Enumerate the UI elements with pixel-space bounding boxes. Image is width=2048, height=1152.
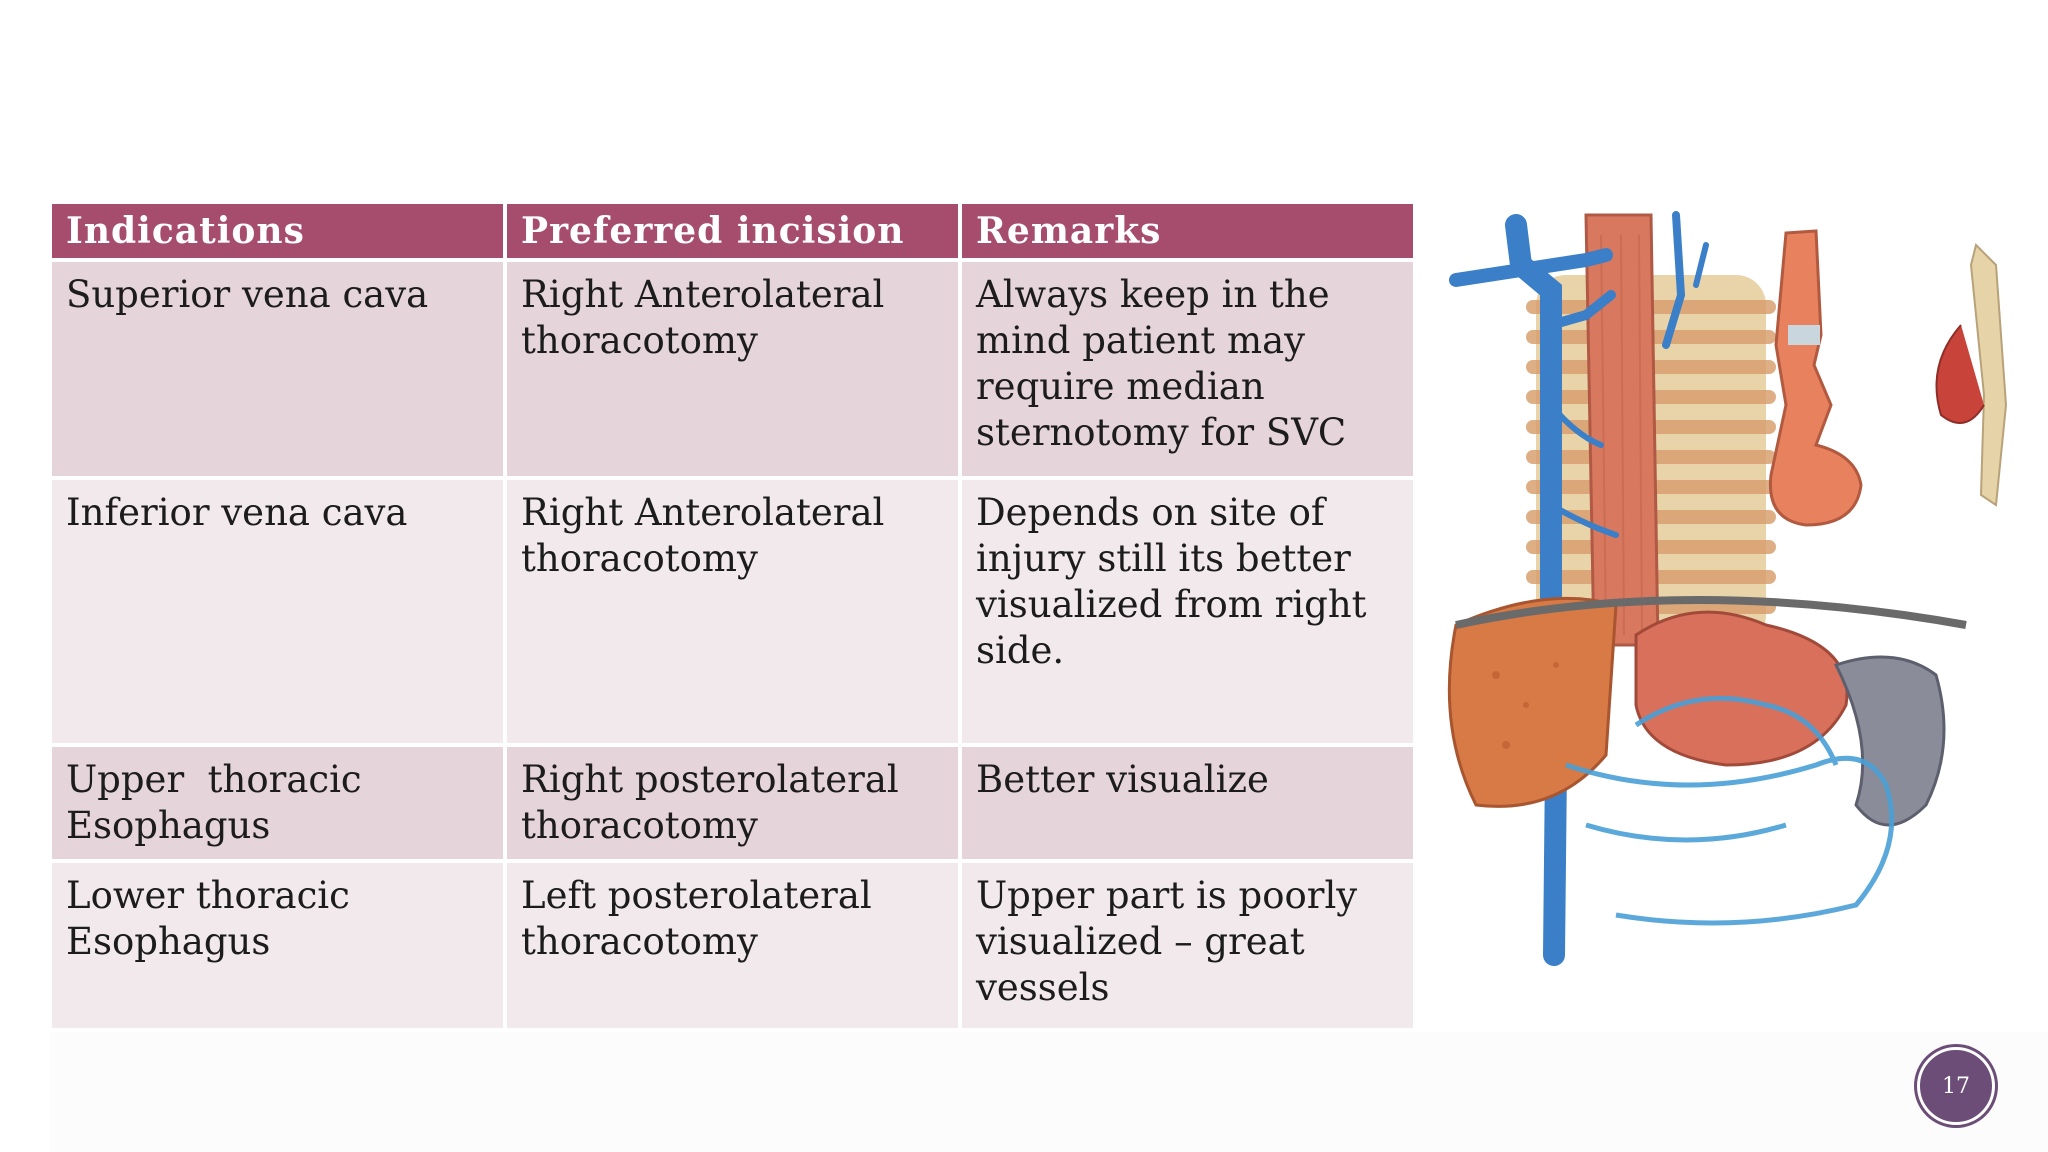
cell-indication: Superior vena cava — [52, 262, 503, 476]
footer-band — [50, 1032, 2048, 1152]
stomach-illustration — [1634, 610, 1849, 767]
cell-indication: Lower thoracic Esophagus — [52, 863, 503, 1028]
cell-remarks: Depends on site of injury still its bett… — [962, 480, 1413, 743]
table-header-row: Indications Preferred incision Remarks — [52, 204, 1413, 258]
cell-indication: Upper thoracic Esophagus — [52, 747, 503, 859]
header-remarks: Remarks — [962, 204, 1413, 258]
spine-side-illustration — [1935, 243, 2008, 507]
cell-indication: Inferior vena cava — [52, 480, 503, 743]
cell-remarks: Upper part is poorly visualized – great … — [962, 863, 1413, 1028]
header-preferred-incision: Preferred incision — [507, 204, 958, 258]
cell-remarks: Better visualize — [962, 747, 1413, 859]
page-number-badge: 17 — [1917, 1047, 1995, 1125]
anatomy-illustration — [1447, 211, 2008, 966]
cell-remarks: Always keep in the mind patient may requ… — [962, 262, 1413, 476]
cell-incision: Right Anterolateral thoracotomy — [507, 480, 958, 743]
table-row: Inferior vena cava Right Anterolateral t… — [52, 480, 1413, 743]
header-indications: Indications — [52, 204, 503, 258]
spleen-illustration — [1833, 655, 1946, 827]
cell-incision: Right Anterolateral thoracotomy — [507, 262, 958, 476]
liver-illustration — [1447, 596, 1618, 808]
table-row: Superior vena cava Right Anterolateral t… — [52, 262, 1413, 476]
esophagus-inset-illustration — [1768, 229, 1863, 527]
indications-table: Indications Preferred incision Remarks S… — [48, 200, 1417, 1032]
cell-incision: Right posterolateral thoracotomy — [507, 747, 958, 859]
cell-incision: Left posterolateral thoracotomy — [507, 863, 958, 1028]
table-row: Upper thoracic Esophagus Right posterola… — [52, 747, 1413, 859]
table-row: Lower thoracic Esophagus Left posterolat… — [52, 863, 1413, 1028]
